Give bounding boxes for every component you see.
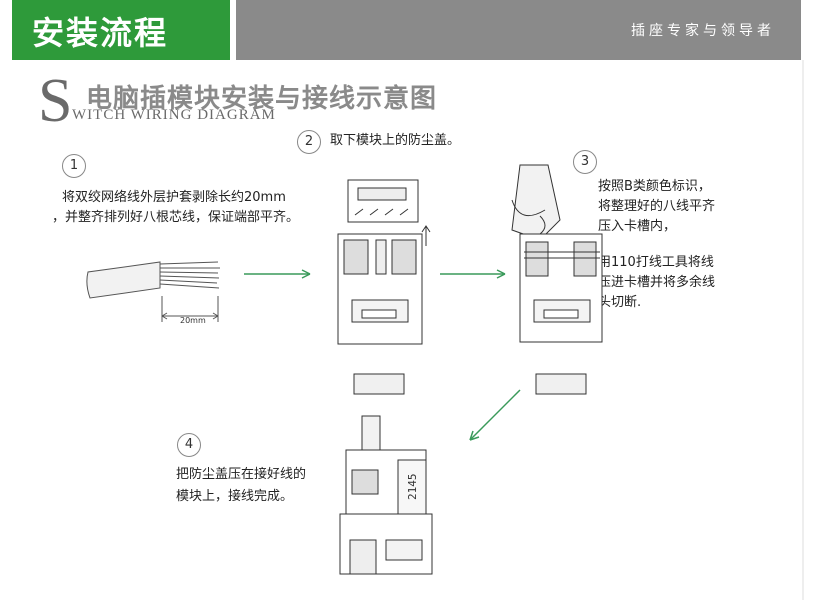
diagram-title: 电脑插模块安装与接线示意图	[86, 84, 438, 114]
header-title: 安装流程	[32, 14, 169, 52]
diagram-subtitle: WITCH WIRING DIAGRAM	[72, 107, 276, 123]
step-3-text-line6: 头切断.	[598, 295, 642, 310]
module-number-label: 2145	[406, 474, 419, 501]
step-1-text-line2: ，并整齐排列好八根芯线，保证端部平齐。	[52, 210, 300, 225]
header-green-block	[12, 0, 230, 60]
header-gray-block	[230, 0, 801, 60]
stripped-cable-illustration	[86, 261, 220, 322]
step-1-text-line1: 将双绞网络线外层护套剥除长约20mm	[62, 190, 286, 205]
step-1-number: 1	[62, 154, 86, 178]
module-step3-illustration	[511, 164, 603, 395]
step-3-text-line4: 用110打线工具将线	[598, 255, 714, 270]
module-step2-illustration	[337, 179, 431, 395]
step-3-number: 3	[573, 150, 597, 174]
module-step4-illustration	[339, 415, 433, 575]
step-4-text-line1: 把防尘盖压在接好线的	[176, 467, 307, 482]
step-2-text: 取下模块上的防尘盖。	[330, 133, 461, 148]
diagram-initial-s: S	[38, 67, 73, 135]
step-3-text-line2: 将整理好的八线平齐	[598, 199, 716, 214]
header-slogan: 插座专家与领导者	[631, 23, 775, 39]
dimension-label-20mm: 20mm	[180, 316, 206, 325]
step-4-number: 4	[177, 433, 201, 457]
step-3-text-line1: 按照B类颜色标识，	[598, 179, 711, 194]
arrow-step1-to-step2	[244, 269, 311, 279]
step-2-number: 2	[297, 130, 321, 154]
arrow-step3-to-step4	[469, 389, 521, 441]
arrow-step2-to-step3	[440, 269, 506, 279]
step-3-text-line3: 压入卡槽内，	[598, 219, 677, 234]
step-4-text-line2: 模块上，接线完成。	[176, 489, 294, 504]
step-3-text-line5: 压进卡槽并将多余线	[598, 275, 716, 290]
header-separator	[230, 0, 236, 60]
header-banner: 安装流程 插座专家与领导者	[12, 0, 801, 60]
